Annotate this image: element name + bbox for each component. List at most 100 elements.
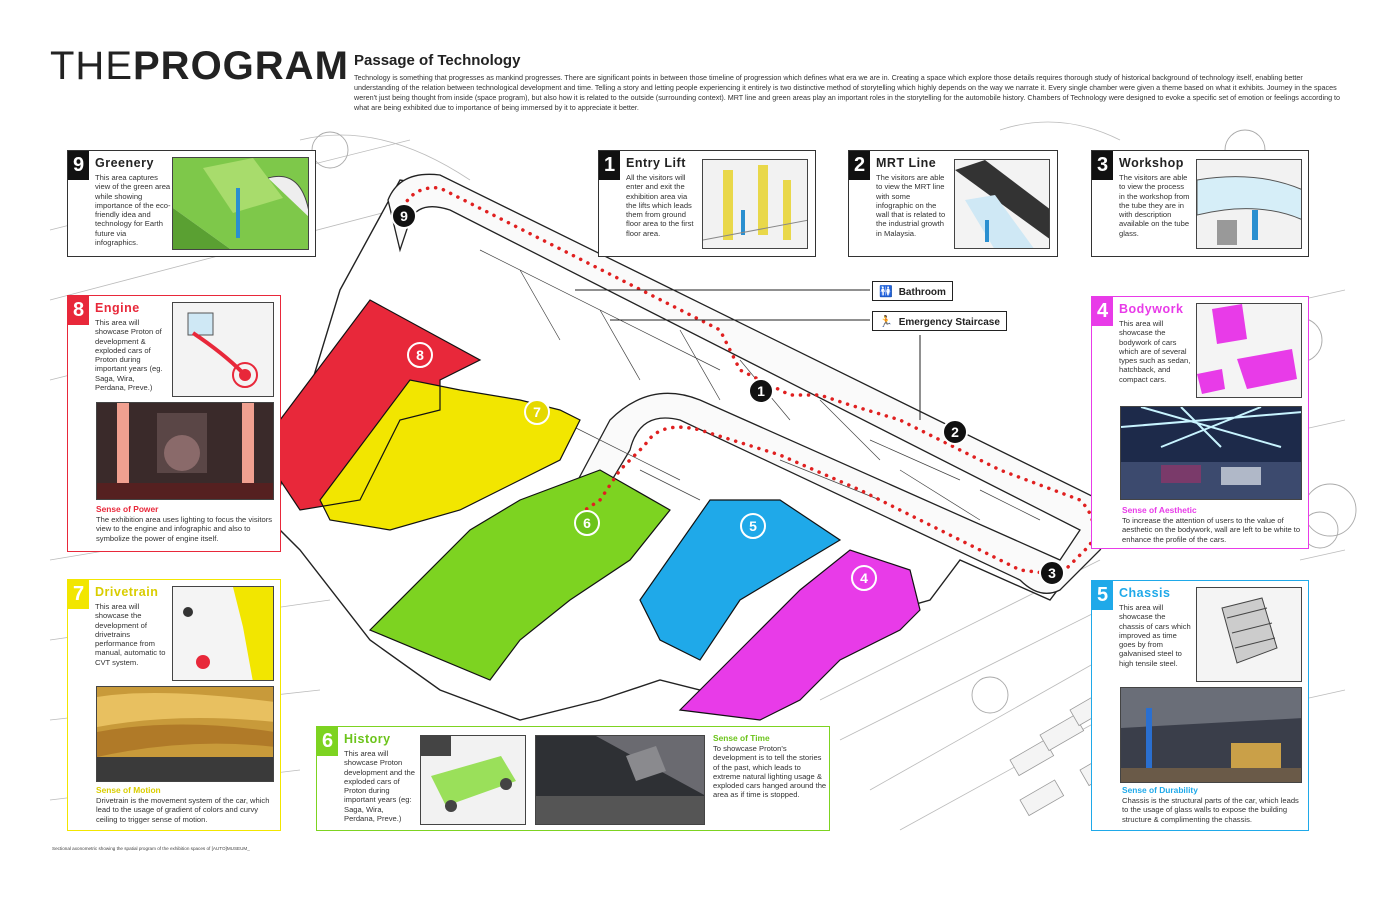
panel-number: 6 xyxy=(317,727,338,756)
entry-lift-illustration xyxy=(703,160,807,248)
sense-text: The exhibition area uses lighting to foc… xyxy=(96,515,273,543)
route-marker-3: 3 xyxy=(1039,560,1065,586)
chassis-illustration xyxy=(1197,588,1301,681)
zone-marker-6: 6 xyxy=(574,510,600,536)
entry-lift-thumbnail xyxy=(702,159,808,249)
panel-number: 3 xyxy=(1092,151,1113,180)
panel-number: 1 xyxy=(599,151,620,180)
sense-text: To increase the attention of users to th… xyxy=(1122,516,1301,544)
workshop-illustration xyxy=(1197,160,1301,248)
panel-chassis: 5 Chassis This area will showcase the ch… xyxy=(1091,580,1309,831)
sense-title: Sense of Durability xyxy=(1122,785,1198,795)
drivetrain-render-image xyxy=(97,687,273,781)
panel-workshop: 3 Workshop The visitors are able to view… xyxy=(1091,150,1309,257)
bodywork-render xyxy=(1120,406,1302,500)
panel-history: 6 History This area will showcase Proton… xyxy=(316,726,830,831)
route-marker-1: 1 xyxy=(748,378,774,404)
zone-marker-4: 4 xyxy=(851,565,877,591)
panel-number: 5 xyxy=(1092,581,1113,610)
zone-drivetrain-fill xyxy=(320,380,580,530)
panel-title: Entry Lift xyxy=(626,156,686,170)
panel-entry-lift: 1 Entry Lift All the visitors will enter… xyxy=(598,150,816,257)
panel-title: MRT Line xyxy=(876,156,937,170)
drivetrain-render xyxy=(96,686,274,782)
engine-render xyxy=(96,402,274,500)
drivetrain-thumbnail xyxy=(172,586,274,681)
title-thin: THE xyxy=(50,44,133,88)
greenery-illustration xyxy=(173,158,308,249)
panel-number: 4 xyxy=(1092,297,1113,326)
mrt-line-illustration xyxy=(955,160,1049,248)
panel-title: Greenery xyxy=(95,156,154,170)
intro-heading: Passage of Technology xyxy=(354,52,521,69)
zone-outlines xyxy=(279,299,921,721)
zone-marker-5: 5 xyxy=(740,513,766,539)
bathroom-label: 🚻 Bathroom xyxy=(872,281,953,301)
panel-description: This area will showcase the chassis of c… xyxy=(1119,603,1191,668)
panel-number: 7 xyxy=(68,580,89,609)
sense-title: Sense of Motion xyxy=(96,785,161,795)
drivetrain-illustration xyxy=(173,587,273,680)
chassis-thumbnail xyxy=(1196,587,1302,682)
workshop-thumbnail xyxy=(1196,159,1302,249)
panel-bodywork: 4 Bodywork This area will showcase the b… xyxy=(1091,296,1309,549)
panel-number: 2 xyxy=(849,151,870,180)
panel-description: This area will showcase Proton of develo… xyxy=(95,318,163,392)
title-bold: PROGRAM xyxy=(133,44,349,88)
zone-chassis-fill xyxy=(640,500,840,660)
sense-title: Sense of Power xyxy=(96,504,159,514)
engine-render-image xyxy=(97,403,273,499)
panel-title: Engine xyxy=(95,301,140,315)
route-marker-9: 9 xyxy=(391,203,417,229)
panel-title: Chassis xyxy=(1119,586,1171,600)
panel-description: This area will showcase the bodywork of … xyxy=(1119,319,1191,384)
sense-title: Sense of Aesthetic xyxy=(1122,505,1197,515)
leader-lines xyxy=(575,289,921,420)
zone-marker-8: 8 xyxy=(407,342,433,368)
panel-description: This area captures view of the green are… xyxy=(95,173,171,247)
engine-illustration xyxy=(173,303,273,396)
panel-description: The visitors are able to view the proces… xyxy=(1119,173,1190,238)
bodywork-render-image xyxy=(1121,407,1301,499)
panel-title: Drivetrain xyxy=(95,585,159,599)
chassis-render-image xyxy=(1121,688,1301,782)
panel-number: 8 xyxy=(68,296,89,325)
sense-text: To showcase Proton's development is to t… xyxy=(713,744,827,800)
greenery-thumbnail xyxy=(172,157,309,250)
zone-bodywork-fill xyxy=(680,550,920,720)
history-illustration xyxy=(421,736,525,824)
page-title: THEPROGRAM xyxy=(50,46,349,86)
zone-marker-7: 7 xyxy=(524,399,550,425)
panel-engine: 8 Engine This area will showcase Proton … xyxy=(67,295,281,552)
history-render xyxy=(535,735,705,825)
panel-description: This area will showcase the development … xyxy=(95,602,166,667)
chassis-render xyxy=(1120,687,1302,783)
panel-mrt-line: 2 MRT Line The visitors are able to view… xyxy=(848,150,1058,257)
panel-title: History xyxy=(344,732,391,746)
staircase-label: 🏃 Emergency Staircase xyxy=(872,311,1007,331)
figure-caption: Sectional axonometric showing the spatia… xyxy=(52,846,250,851)
panel-greenery: 9 Greenery This area captures view of th… xyxy=(67,150,316,257)
panel-drivetrain: 7 Drivetrain This area will showcase the… xyxy=(67,579,281,831)
sense-text: Chassis is the structural parts of the c… xyxy=(1122,796,1299,824)
intro-body: Technology is something that progresses … xyxy=(354,73,1341,112)
panel-description: This area will showcase Proton developme… xyxy=(344,749,415,823)
route-marker-2: 2 xyxy=(942,419,968,445)
panel-description: The visitors are able to view the MRT li… xyxy=(876,173,946,238)
restroom-icon: 🚻 xyxy=(879,286,893,298)
bodywork-thumbnail xyxy=(1196,303,1302,398)
mrt-line-thumbnail xyxy=(954,159,1050,249)
engine-thumbnail xyxy=(172,302,274,397)
staircase-label-text: Emergency Staircase xyxy=(898,317,1000,328)
panel-description: All the visitors will enter and exit the… xyxy=(626,173,694,238)
bodywork-illustration xyxy=(1197,304,1301,397)
bathroom-label-text: Bathroom xyxy=(898,287,946,298)
history-thumbnail xyxy=(420,735,526,825)
panel-title: Bodywork xyxy=(1119,302,1184,316)
history-render-image xyxy=(536,736,704,824)
panel-number: 9 xyxy=(68,151,89,180)
running-person-icon: 🏃 xyxy=(879,316,893,328)
panel-title: Workshop xyxy=(1119,156,1184,170)
sense-text: Drivetrain is the movement system of the… xyxy=(96,796,270,824)
sense-title: Sense of Time xyxy=(713,733,770,743)
